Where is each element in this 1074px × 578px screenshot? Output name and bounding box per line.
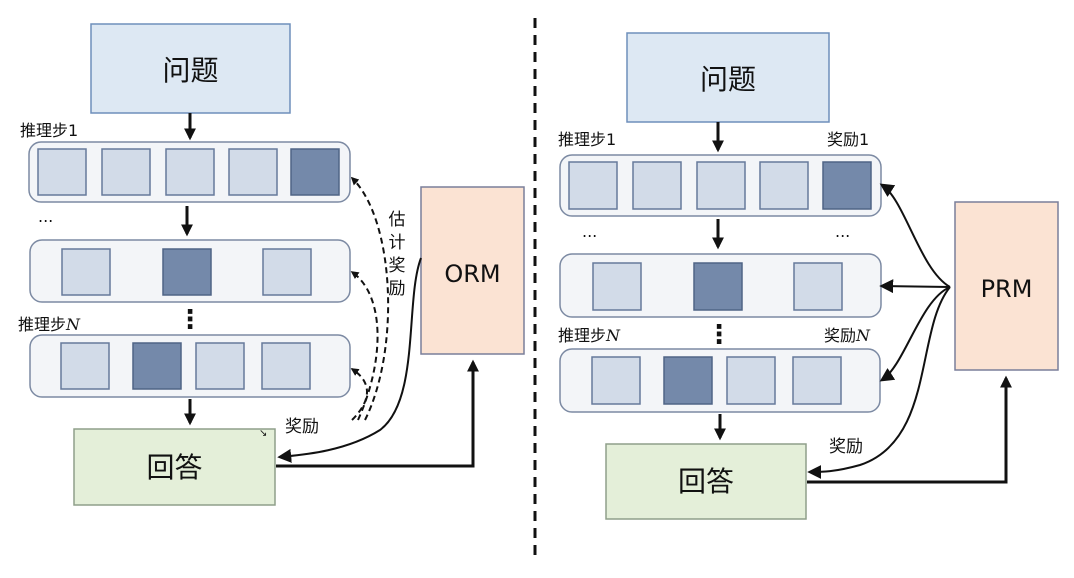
left-reward-prefix: ↘	[259, 428, 267, 439]
right-step1-cell	[696, 161, 746, 210]
right-stepN-cell	[591, 356, 641, 405]
right-reward1-label: 奖励1	[827, 130, 869, 149]
right-stepN-cell	[726, 356, 776, 405]
left-step1-cell	[37, 148, 87, 196]
estimate-reward-char: 励	[389, 279, 406, 299]
right-stepN-label: 推理步N	[558, 326, 621, 345]
right-reward-label: 奖励	[829, 437, 863, 457]
left-step1-cell	[228, 148, 278, 196]
left-step1-cell	[101, 148, 151, 196]
right-stepN-cell-highlight	[663, 356, 713, 405]
estimate-reward-char: 估	[389, 210, 406, 230]
left-stepN-label: 推理步N	[18, 315, 81, 334]
left-step1-cell-highlight	[290, 148, 340, 196]
right-answer-box	[605, 443, 807, 520]
left-stepN-cell	[261, 342, 311, 390]
left-step-cell-highlight	[162, 248, 212, 296]
left-question-box	[90, 23, 291, 114]
right-step1-label: 推理步1	[558, 130, 616, 149]
estimate-reward-char: 奖	[389, 256, 406, 276]
prm-reward-arrow-stepN	[879, 286, 951, 382]
right-step-cell-highlight	[693, 262, 743, 311]
estimate-arrow-step2	[350, 271, 379, 421]
right-ellipsis-left: ...	[582, 222, 597, 241]
right-stepN-cell	[792, 356, 842, 405]
prm-reward-arrow-step1	[879, 183, 951, 288]
left-answer-label: 回答	[146, 451, 202, 484]
left-question-label: 问题	[162, 54, 218, 87]
estimate-arrow-step1	[350, 176, 390, 421]
right-step1-cell	[632, 161, 682, 210]
left-step1-cell	[165, 148, 215, 196]
right-rewardN-label: 奖励N	[824, 326, 871, 345]
left-stepN-cell-highlight	[132, 342, 182, 390]
right-step1-cell-highlight	[822, 161, 872, 210]
left-stepN-cell	[60, 342, 110, 390]
orm-reward-arrow	[277, 257, 422, 463]
right-step-cell	[592, 262, 642, 311]
prm-label: PRM	[981, 275, 1033, 303]
left-answer-box	[73, 428, 276, 506]
right-step-cell	[793, 262, 843, 311]
left-step-cell	[262, 248, 312, 296]
answer-to-orm-arrow	[276, 359, 479, 468]
orm-box	[420, 186, 525, 355]
orm-label: ORM	[444, 260, 500, 288]
right-ellipsis-right: ...	[835, 222, 850, 241]
estimate-reward-char: 计	[389, 233, 406, 253]
right-step1-cell	[759, 161, 809, 210]
left-step-cell	[61, 248, 111, 296]
left-step1-label: 推理步1	[20, 121, 78, 140]
left-stepN-cell	[195, 342, 245, 390]
prm-reward-arrow-step2	[879, 279, 951, 294]
right-vdots: ⋮	[706, 320, 732, 350]
left-ellipsis: ...	[38, 207, 53, 226]
answer-to-prm-arrow	[807, 375, 1012, 484]
right-question-box	[626, 32, 830, 123]
right-step1-cell	[568, 161, 618, 210]
left-reward-label: 奖励	[285, 417, 319, 437]
prm-reward-arrow-answer	[807, 286, 951, 479]
estimate-arrow-stepN	[350, 368, 368, 421]
right-answer-label: 回答	[678, 465, 734, 498]
prm-box	[954, 201, 1059, 371]
left-vdots: ⋮	[177, 305, 203, 335]
right-question-label: 问题	[700, 63, 756, 96]
